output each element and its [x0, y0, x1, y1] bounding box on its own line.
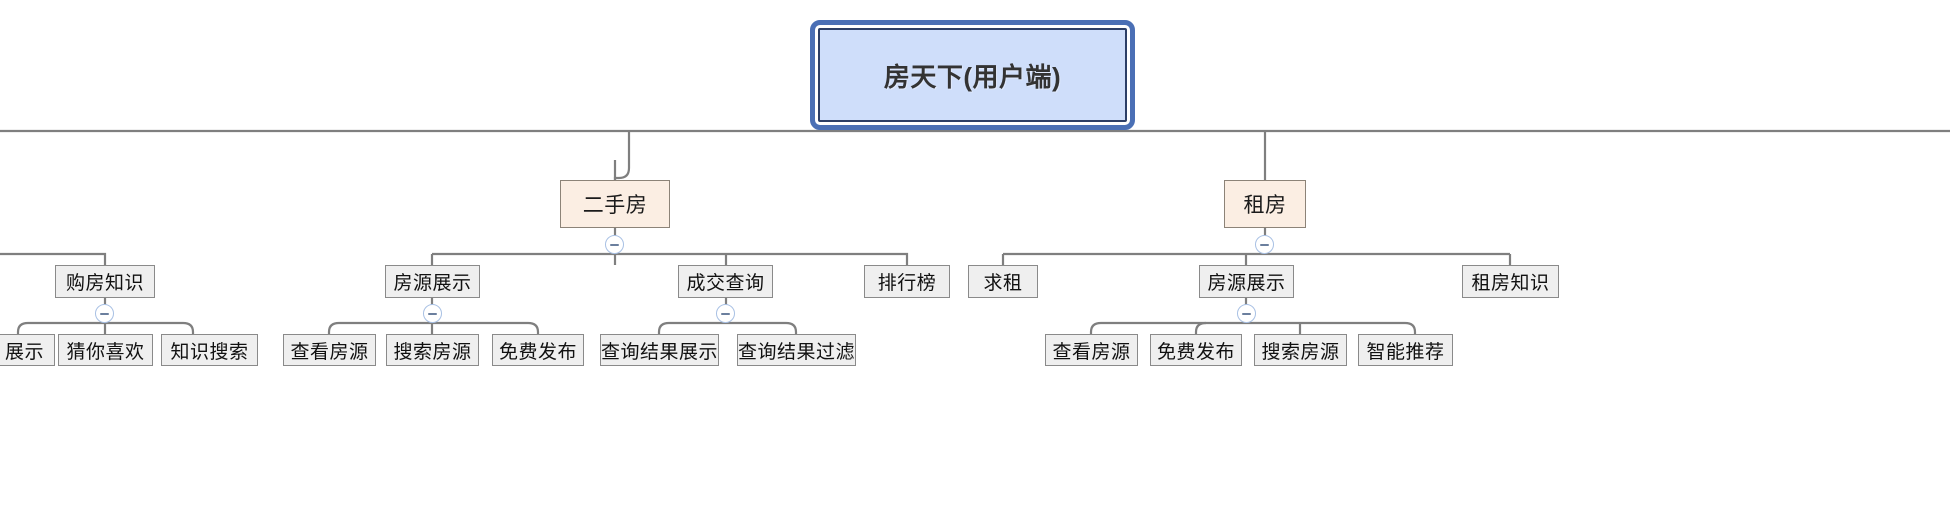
node-label: 查看房源	[1052, 341, 1131, 363]
node-label: 成交查询	[686, 273, 765, 294]
minus-circle-icon-chengjiaochaxun[interactable]	[716, 304, 735, 323]
node-label: 二手房	[582, 194, 648, 217]
node-label: 免费发布	[498, 341, 577, 363]
node-label: 搜索房源	[1261, 341, 1340, 363]
node-label: 房源展示	[393, 273, 472, 294]
node-label: 查询结果过滤	[738, 341, 856, 363]
node-label: 求租	[983, 273, 1023, 294]
node-chaxunjieguoguolv[interactable]: 查询结果过滤	[737, 334, 856, 366]
minus-glyph	[721, 312, 730, 315]
node-label: 知识搜索	[170, 341, 249, 363]
root-node-outline	[810, 20, 1135, 130]
node-label: 展示	[4, 341, 44, 363]
minus-glyph	[610, 243, 619, 246]
minus-circle-icon-goufangzhishi[interactable]	[95, 304, 114, 323]
node-fangyuanzhanshi-ershou[interactable]: 房源展示	[385, 265, 480, 298]
minus-glyph	[1242, 312, 1251, 315]
node-mianfeifabu-ershou[interactable]: 免费发布	[492, 334, 584, 366]
node-goufangzhishi[interactable]: 购房知识	[55, 265, 155, 298]
node-qiuzu[interactable]: 求租	[968, 265, 1038, 298]
node-label: 免费发布	[1156, 341, 1235, 363]
node-zhanshi-clipped[interactable]: 展示	[0, 334, 55, 366]
node-cainixihuan[interactable]: 猜你喜欢	[58, 334, 153, 366]
node-zhishisousuo[interactable]: 知识搜索	[161, 334, 258, 366]
node-label: 猜你喜欢	[66, 341, 145, 363]
minus-circle-icon-ershoufang[interactable]	[605, 235, 624, 254]
node-label: 查看房源	[290, 341, 369, 363]
minus-circle-icon-fangyuanzhanshi-ershou[interactable]	[423, 304, 442, 323]
node-label: 租房知识	[1471, 273, 1550, 294]
node-zufang[interactable]: 租房	[1224, 180, 1306, 228]
node-label: 租房	[1243, 194, 1287, 217]
node-sousuofangyuan-zufang[interactable]: 搜索房源	[1254, 334, 1347, 366]
node-mianfeifabu-zufang[interactable]: 免费发布	[1150, 334, 1242, 366]
node-chaxunjieguozhanshi[interactable]: 查询结果展示	[600, 334, 719, 366]
minus-glyph	[100, 312, 109, 315]
minus-glyph	[428, 312, 437, 315]
minus-glyph	[1260, 243, 1269, 246]
node-label: 购房知识	[65, 273, 144, 294]
root-node-label: 房天下(用户端)	[883, 61, 1062, 92]
node-chakanfangyuan-zufang[interactable]: 查看房源	[1045, 334, 1138, 366]
node-label: 排行榜	[877, 273, 937, 294]
node-fangyuanzhanshi-zufang[interactable]: 房源展示	[1199, 265, 1294, 298]
node-sousuofangyuan-ershou[interactable]: 搜索房源	[386, 334, 479, 366]
node-zhinengtuijian[interactable]: 智能推荐	[1358, 334, 1453, 366]
node-label: 查询结果展示	[601, 341, 719, 363]
node-chakanfangyuan-ershou[interactable]: 查看房源	[283, 334, 376, 366]
node-ershoufang[interactable]: 二手房	[560, 180, 670, 228]
root-node[interactable]: 房天下(用户端)	[818, 28, 1127, 122]
node-label: 智能推荐	[1366, 341, 1445, 363]
node-paihangbang[interactable]: 排行榜	[864, 265, 950, 298]
node-label: 房源展示	[1207, 273, 1286, 294]
minus-circle-icon-fangyuanzhanshi-zufang[interactable]	[1237, 304, 1256, 323]
node-zufangzhishi[interactable]: 租房知识	[1462, 265, 1559, 298]
minus-circle-icon-zufang[interactable]	[1255, 235, 1274, 254]
node-chengjiaochaxun[interactable]: 成交查询	[678, 265, 773, 298]
node-label: 搜索房源	[393, 341, 472, 363]
